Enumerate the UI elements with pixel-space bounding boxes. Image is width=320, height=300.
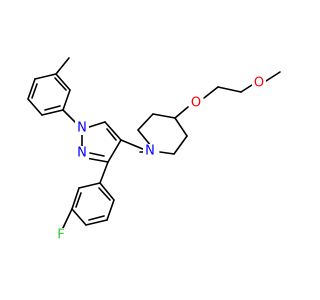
bond	[265, 71, 281, 82]
atom-O2: O	[252, 76, 266, 91]
atom-label: N	[77, 146, 87, 161]
bond	[174, 106, 189, 119]
molecule-canvas: N N N O O F	[27, 57, 281, 243]
bond	[85, 219, 108, 226]
atom-F1: F	[54, 228, 68, 243]
bond	[89, 152, 105, 157]
atom-label: O	[254, 76, 264, 91]
bond	[88, 215, 105, 221]
bond	[159, 151, 175, 155]
bond	[137, 113, 154, 131]
atom-N2: N	[75, 146, 89, 161]
bond	[71, 208, 87, 226]
bond	[85, 121, 106, 129]
bond	[107, 139, 122, 163]
bond	[106, 199, 115, 221]
atom-label: N	[77, 121, 87, 136]
atom-N1: N	[75, 121, 89, 136]
bond	[174, 117, 188, 137]
bond	[85, 157, 109, 163]
bond	[217, 86, 242, 93]
atom-label: F	[57, 228, 64, 243]
bond	[62, 89, 71, 111]
bond	[152, 113, 176, 119]
bond	[99, 182, 115, 201]
atom-label: O	[191, 96, 201, 111]
bond	[137, 129, 152, 147]
bond	[99, 161, 109, 184]
bond	[71, 187, 80, 210]
bond	[173, 135, 188, 155]
bond	[41, 109, 64, 116]
bond	[62, 109, 78, 125]
bond	[55, 73, 71, 91]
bond	[61, 208, 73, 231]
bond	[34, 73, 57, 80]
bond	[44, 105, 61, 111]
bond	[27, 98, 43, 116]
atom-label: N	[145, 144, 155, 159]
bond	[106, 128, 117, 141]
bond	[75, 192, 82, 208]
atom-O1: O	[189, 96, 203, 111]
bond	[104, 121, 122, 141]
bond	[240, 84, 253, 93]
bond	[27, 78, 36, 100]
bond	[98, 187, 111, 201]
bond	[203, 86, 219, 99]
bond	[54, 77, 67, 91]
atom-N3: N	[143, 144, 157, 159]
bond	[78, 182, 101, 189]
bond	[55, 57, 70, 75]
bond	[31, 83, 38, 99]
molecule-structure: N N N O O F	[27, 57, 281, 243]
